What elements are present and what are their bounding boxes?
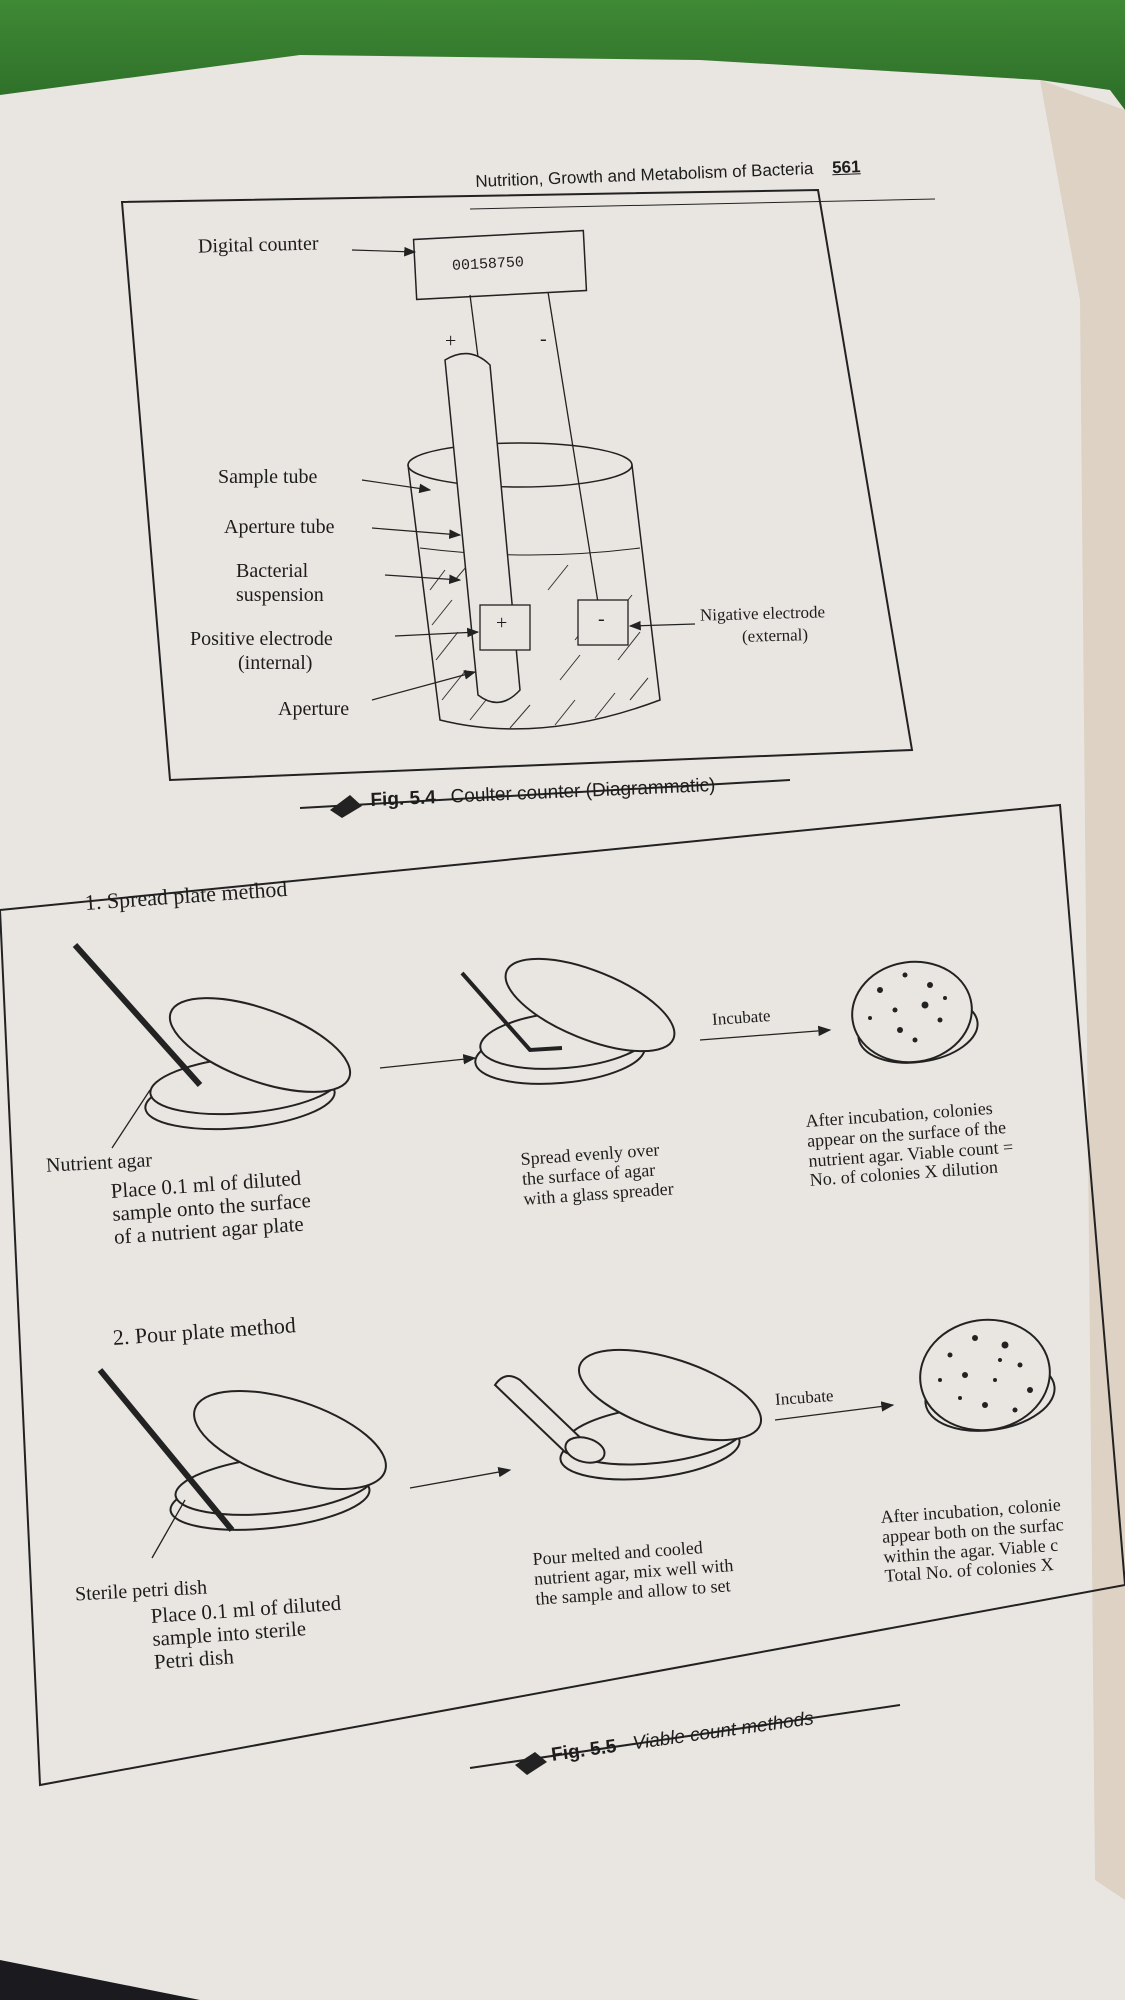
sterile-dish-pointer: [151, 1499, 186, 1559]
label-aperture: Aperture: [278, 698, 350, 720]
page-stack-edge: [1040, 80, 1125, 1900]
sample-tube-arrow: [361, 479, 432, 494]
pour-colonies: [938, 1335, 1033, 1413]
digital-counter-box: [412, 229, 588, 301]
label-plus-electrode: +: [496, 612, 508, 634]
pour-arrow-1: [409, 1466, 512, 1489]
negative-electrode-arrow: [628, 620, 696, 631]
fig55-caption-marker: [515, 1752, 547, 1775]
label-minus-top: -: [540, 328, 547, 350]
negative-wire: [547, 291, 601, 616]
spread-step1: Place 0.1 ml of diluted sample onto the …: [110, 1166, 313, 1249]
fig54-caption-marker: [330, 795, 362, 818]
label-digital-counter: Digital counter: [197, 232, 319, 258]
pour-plate-illustrations: [97, 1318, 1056, 1532]
label-bacterial: Bacterial: [236, 560, 309, 582]
spread-plate-illustrations: [72, 943, 979, 1131]
pour-incubate-label: Incubate: [774, 1385, 835, 1410]
fig54-caption-rule: [299, 779, 791, 809]
spread-step3: After incubation, colonies appear on the…: [805, 1098, 1015, 1191]
label-plus-top: +: [445, 330, 457, 352]
spread-step2: Spread evenly over the surface of agar w…: [520, 1139, 674, 1210]
fig54-caption-number: Fig. 5.4: [370, 787, 437, 811]
pour-step3: After incubation, colonie appear both on…: [880, 1494, 1067, 1587]
label-suspension: suspension: [236, 584, 324, 606]
aperture-tube-arrow: [371, 527, 462, 539]
label-aperture-tube: Aperture tube: [224, 516, 335, 538]
suspension-arrow: [384, 574, 462, 585]
fig55-frame: [0, 803, 1125, 1787]
spread-incubate-arrow: [699, 1025, 832, 1041]
liquid-level: [419, 547, 641, 556]
aperture-arrow: [371, 670, 477, 701]
header-rule: [469, 198, 936, 210]
negative-electrode-box: [577, 599, 629, 646]
label-positive-electrode: Positive electrode: [190, 628, 333, 650]
label-negative-electrode: Nigative electrode: [699, 602, 826, 625]
sample-tube-body: [407, 464, 661, 730]
digital-counter-arrow: [351, 246, 417, 257]
positive-electrode-arrow: [394, 627, 480, 638]
label-negative-external: (external): [741, 625, 809, 646]
nutrient-agar-pointer: [111, 1089, 151, 1149]
label-positive-internal: (internal): [238, 652, 313, 674]
label-sample-tube: Sample tube: [218, 466, 318, 488]
fig55-caption-rule: [469, 1704, 901, 1769]
page-number: 561: [831, 157, 861, 178]
fig54-frame: [120, 188, 914, 782]
pour-step1: Place 0.1 ml of diluted sample into ster…: [150, 1591, 345, 1674]
spread-incubate-label: Incubate: [711, 1005, 772, 1030]
label-minus-electrode: -: [598, 608, 605, 630]
spread-arrow-1: [379, 1054, 477, 1069]
spread-colonies: [868, 972, 947, 1043]
pour-incubate-arrow: [774, 1401, 895, 1421]
positive-electrode-box: [479, 604, 531, 651]
